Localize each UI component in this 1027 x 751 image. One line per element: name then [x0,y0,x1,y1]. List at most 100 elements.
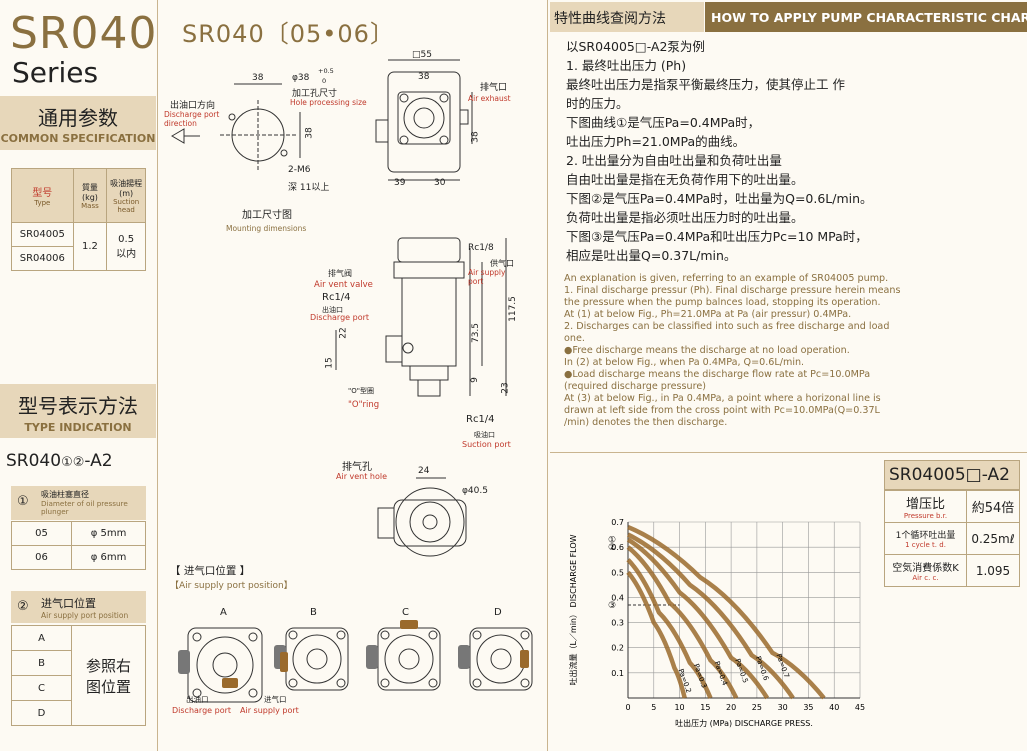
inlet-ref2: 图位置 [85,677,131,696]
chart-marker: ③ [608,601,616,611]
supply-en2: port [468,277,484,286]
pump-spec-label: 1个循环吐出量 [895,531,956,541]
spec-th-mass-unit: (kg) [81,192,98,202]
pos-label-a: A [220,607,227,618]
zh-line: 2. 吐出量分为自由吐出量和负荷吐出量 [566,153,782,168]
chart-x-tick: 5 [651,703,656,712]
vent-hole-en: Air vent hole [336,472,388,481]
dim-38: 38 [252,73,264,83]
spec-th-mass-en: Mass [81,201,99,210]
chart-y-tick: 0.4 [611,593,624,602]
pump-spec-en: 1 cycle t. d. [905,541,946,549]
rc14a-label: Rc1/4 [322,292,351,303]
plunger-code: 06 [11,545,72,570]
tol-plus: +0.5 [318,67,334,75]
oil-dir-en2: direction [164,119,197,128]
dim-phi38: φ38 [292,73,310,83]
chart-x-tick: 10 [674,703,684,712]
pos-label-d: D [494,607,502,618]
type-indication-header: 型号表示方法 TYPE INDICATION [0,384,156,438]
en-line: one. [564,333,585,344]
inlet-ref: 参照右图位置 [71,625,146,726]
spec-th-suction-en: Suction head [113,197,140,214]
en-line: ●Free discharge means the discharge at n… [564,345,850,356]
chart-series-label: Pa=0.3 [692,663,708,689]
chart-y-tick: 0.3 [611,619,624,628]
series-title: Series [12,56,99,89]
dim-117: 117.5 [507,296,518,322]
common-spec-zh: 通用参数 [38,106,118,130]
vent-valve-en: Air vent valve [314,280,373,290]
plunger-en: Diameter of oil pressure plunger [41,499,128,516]
type-indication-en: TYPE INDICATION [24,421,132,434]
inlet-ref1: 参照右 [85,656,131,675]
supply-label: 供气口 [490,259,514,268]
pos-discharge: 出油口 [186,695,209,704]
zh-line: 下图曲线①是气压Pa=0.4MPa时， [566,115,761,130]
plunger-num: ① [17,494,29,509]
dim-15: 15 [324,357,335,369]
chart-series-line [626,545,739,699]
spec-th-suction: 吸油揚程 [110,178,143,188]
spec-suction-note: 以内 [116,248,137,260]
inlet-zh: 进气口位置 [41,597,96,610]
type-code-prefix: SR040 [6,451,62,471]
chart-x-tick: 25 [752,703,762,712]
mount-label: 加工尺寸图 [242,210,292,221]
inlet-row: B [11,650,72,676]
pos-supply-en: Air supply port [240,706,299,715]
type-code-suffix: -A2 [84,451,113,471]
en-explanation: An explanation is given, referring to an… [564,273,901,429]
chart-x-tick: 35 [803,703,813,712]
zh-explanation: 以SR04005□-A2泵为例 1. 最终吐出压力 (Ph) 最终吐出压力是指泵… [566,37,873,265]
spec-row-type: SR04005 [11,222,74,247]
dim-depth: 深 11以上 [288,183,330,193]
chart-series-line [627,532,795,700]
pump-spec-value: 1.095 [966,554,1020,587]
chart-y-tick: 0.6 [611,543,624,552]
technical-drawing [171,59,533,703]
positions-title: 【 进气口位置 】 [170,565,251,577]
pos-label-b: B [310,607,317,618]
inlet-en: Air supply port position [41,611,129,620]
chart-y-label: 吐出流量（L／min） DISCHARGE FLOW [568,534,578,685]
discharge-en: Discharge port [310,313,370,322]
en-line: At (1) at below Fig., Ph=21.0MPa at Pa (… [564,309,852,320]
zh-line: 负荷吐出量是指必须吐出压力时的吐出量。 [566,210,804,225]
inlet-row: D [11,700,72,726]
dim-23: 23 [500,382,511,394]
en-line: 1. Final discharge pressur (Ph). Final d… [564,285,901,296]
rc18-label: Rc1/8 [468,243,494,253]
suction-en: Suction port [462,440,511,449]
chart-x-tick: 15 [700,703,710,712]
hole-size-en: Hole processing size [290,98,367,107]
mount-en: Mounting dimensions [226,224,307,233]
oil-dir-en: Discharge port [164,110,220,119]
zh-line: 1. 最终吐出压力 (Ph) [566,58,687,73]
dim-24: 24 [418,466,430,476]
zh-line: 下图③是气压Pa=0.4MPa和吐出压力Pc=10 MPa时， [566,229,868,244]
type-code: SR040①②-A2 [6,451,113,471]
dim-39: 39 [394,178,406,188]
en-line: At (3) at below Fig., in Pa 0.4MPa, a po… [564,393,881,404]
dim-m6: 2-M6 [288,165,311,175]
spec-th-mass: 質量 [81,182,98,192]
zh-line: 最终吐出压力是指泵平衡最终压力，使其停止工 作 [566,77,845,92]
chart-x-label: 吐出压力 (MPa) DISCHARGE PRESS. [675,718,813,728]
chart-marker: ② [608,543,616,553]
drawing-title: SR040〔05•06〕 [182,20,395,48]
howto-header-en: HOW TO APPLY PUMP CHARACTERISTIC CHART [705,2,1027,32]
chart-series-line [626,570,687,699]
suction-label: 吸油口 [474,431,495,439]
exhaust-label: 排气口 [480,83,508,93]
plunger-val: φ 5mm [71,521,146,546]
oil-dir-label: 出油口方向 [170,101,216,111]
dim-phi40: φ40.5 [462,486,488,496]
model-title: SR040 [10,8,158,59]
chart-series-line [626,558,713,699]
